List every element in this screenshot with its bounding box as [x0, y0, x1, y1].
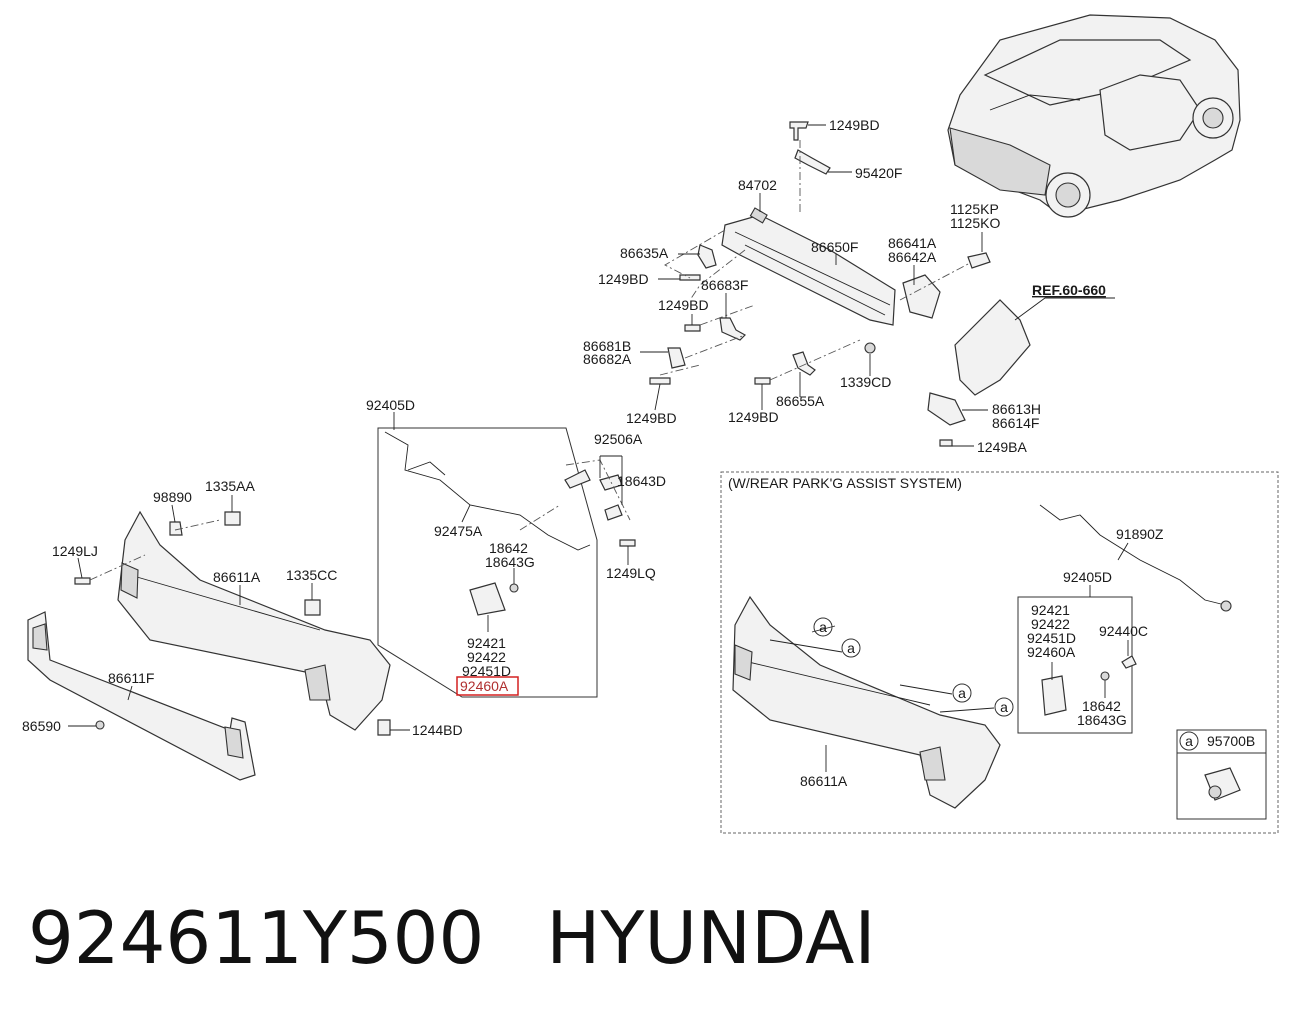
callout-a-3 — [952, 683, 972, 703]
label-92460A-highlighted[interactable]: 92460A — [460, 678, 509, 694]
label-86635A[interactable]: 86635A — [620, 245, 669, 261]
highlight-box — [456, 676, 519, 696]
label-1339CD[interactable]: 1339CD — [840, 374, 891, 390]
callout-circles: a a a a a — [813, 617, 1199, 751]
label-86614F[interactable]: 86614F — [992, 415, 1039, 431]
label-84702[interactable]: 84702 — [738, 177, 777, 193]
label-18642[interactable]: 18642 — [489, 540, 528, 556]
callout-a-4 — [994, 697, 1014, 717]
footer-caption: 924611Y500 HYUNDAI — [28, 888, 1268, 988]
label-86681B[interactable]: 86681B — [583, 338, 631, 354]
label-box-86611A[interactable]: 86611A — [800, 773, 848, 789]
rear-bumper — [74, 510, 391, 736]
label-86650F[interactable]: 86650F — [811, 239, 858, 255]
label-1249BD-d[interactable]: 1249BD — [728, 409, 779, 425]
label-86655A[interactable]: 86655A — [776, 393, 825, 409]
label-box-92422[interactable]: 92422 — [1031, 616, 1070, 632]
callout-a-1-text: a — [819, 619, 827, 635]
label-18643D[interactable]: 18643D — [617, 473, 666, 489]
label-box-92421[interactable]: 92421 — [1031, 602, 1070, 618]
label-box-92440C[interactable]: 92440C — [1099, 623, 1148, 639]
label-1125KP[interactable]: 1125KP — [950, 201, 999, 217]
label-18643G[interactable]: 18643G — [485, 554, 535, 570]
label-box-92460A[interactable]: 92460A — [1027, 644, 1076, 660]
label-1249BD-b[interactable]: 1249BD — [658, 297, 709, 313]
label-1244BD[interactable]: 1244BD — [412, 722, 463, 738]
label-86611F[interactable]: 86611F — [108, 670, 154, 686]
label-92451D[interactable]: 92451D — [462, 663, 511, 679]
callout-a-2 — [841, 638, 861, 658]
part-labels: 1249BD 95420F 84702 1125KP 1125KO 86650F… — [22, 117, 1255, 789]
label-box-91890Z[interactable]: 91890Z — [1116, 526, 1164, 542]
label-1249BD-a[interactable]: 1249BD — [598, 271, 649, 287]
wiring-module — [377, 427, 636, 698]
callout-a-4-text: a — [1000, 699, 1008, 715]
label-box-92451D[interactable]: 92451D — [1027, 630, 1076, 646]
callout-a-2-text: a — [847, 640, 855, 656]
label-86590[interactable]: 86590 — [22, 718, 61, 734]
callout-a-legend — [1179, 731, 1199, 751]
park-assist-box — [720, 471, 1279, 834]
label-86682A[interactable]: 86682A — [583, 351, 632, 367]
label-1125KO[interactable]: 1125KO — [950, 215, 1000, 231]
label-92422[interactable]: 92422 — [467, 649, 506, 665]
label-92506A[interactable]: 92506A — [594, 431, 643, 447]
callout-a-1 — [813, 617, 833, 637]
label-92405D[interactable]: 92405D — [366, 397, 415, 413]
label-86683F[interactable]: 86683F — [701, 277, 748, 293]
label-1335AA[interactable]: 1335AA — [205, 478, 255, 494]
leader-lines — [68, 124, 1129, 772]
label-reference[interactable]: REF.60-660 — [1032, 282, 1106, 298]
lower-lip — [27, 611, 256, 781]
label-86641A[interactable]: 86641A — [888, 235, 937, 251]
brand-name: HYUNDAI — [546, 896, 876, 980]
part-number: 924611Y500 — [28, 896, 485, 980]
label-95420F[interactable]: 95420F — [855, 165, 902, 181]
callout-a-legend-text: a — [1185, 733, 1193, 749]
park-assist-title: (W/REAR PARK'G ASSIST SYSTEM) — [728, 475, 962, 491]
label-1249BA[interactable]: 1249BA — [977, 439, 1027, 455]
label-1335CC[interactable]: 1335CC — [286, 567, 337, 583]
label-1249BD-top[interactable]: 1249BD — [829, 117, 880, 133]
label-92475A[interactable]: 92475A — [434, 523, 483, 539]
label-86642A[interactable]: 86642A — [888, 249, 937, 265]
callout-a-3-text: a — [958, 685, 966, 701]
label-box-18643G[interactable]: 18643G — [1077, 712, 1127, 728]
label-box-95700B[interactable]: 95700B — [1207, 733, 1255, 749]
label-98890[interactable]: 98890 — [153, 489, 192, 505]
label-1249LQ[interactable]: 1249LQ — [606, 565, 656, 581]
label-1249BD-c[interactable]: 1249BD — [626, 410, 677, 426]
vehicle-illustration — [947, 14, 1241, 218]
label-86611A[interactable]: 86611A — [213, 569, 261, 585]
label-92421[interactable]: 92421 — [467, 635, 506, 651]
parts-diagram: a a a a a 1249BD 95420F 84702 1125KP 112… — [22, 14, 1279, 834]
label-1249LJ[interactable]: 1249LJ — [52, 543, 98, 559]
label-box-18642[interactable]: 18642 — [1082, 698, 1121, 714]
label-box-92405D[interactable]: 92405D — [1063, 569, 1112, 585]
beam-assembly — [649, 121, 1115, 447]
label-86613H[interactable]: 86613H — [992, 401, 1041, 417]
